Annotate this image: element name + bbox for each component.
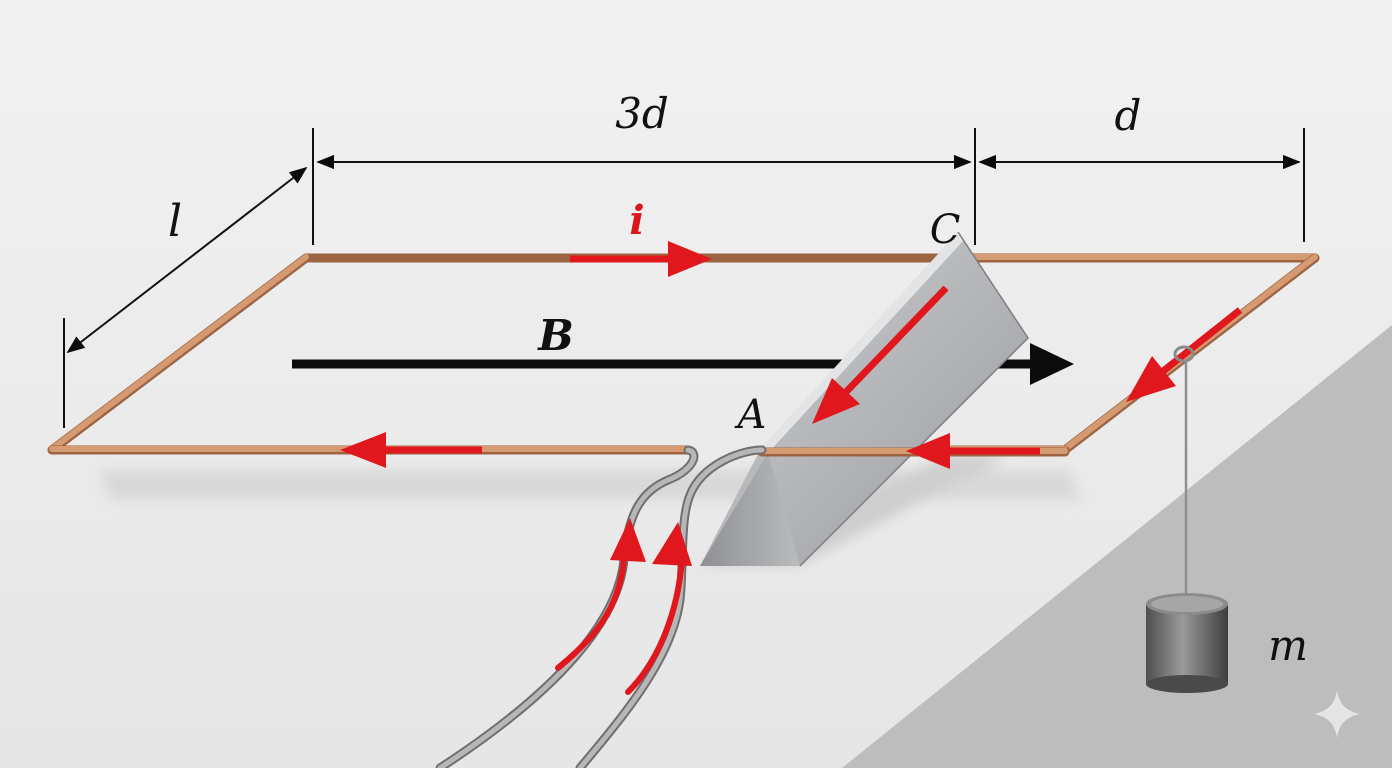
shadow-region xyxy=(842,325,1392,768)
mass-weight xyxy=(1146,593,1228,693)
label-3d: 3d xyxy=(615,89,669,138)
current-arrow-right-side xyxy=(1126,307,1243,402)
label-point-c: C xyxy=(930,207,961,253)
label-field: B xyxy=(537,311,574,360)
label-d: d xyxy=(1115,91,1142,140)
current-arrow-lead-2 xyxy=(652,522,692,566)
current-arrow-top xyxy=(570,241,712,277)
label-point-a: A xyxy=(734,392,767,438)
lead-wires xyxy=(435,445,767,768)
prism-fulcrum xyxy=(700,231,1029,567)
dimension-l xyxy=(66,166,308,354)
hanging-weight-assembly xyxy=(1146,345,1228,693)
current-arrow-front-right xyxy=(906,433,1040,469)
current-arrow-prism-edge xyxy=(812,285,949,424)
label-l: l xyxy=(168,196,182,247)
current-arrows xyxy=(340,241,1243,566)
label-mass: m xyxy=(1268,621,1308,670)
sparkle-icon xyxy=(1314,690,1360,738)
dimension-lines xyxy=(63,128,1305,428)
current-arrow-lead-1 xyxy=(610,518,646,562)
current-arrow-front xyxy=(340,432,482,468)
label-current: i xyxy=(629,197,644,244)
